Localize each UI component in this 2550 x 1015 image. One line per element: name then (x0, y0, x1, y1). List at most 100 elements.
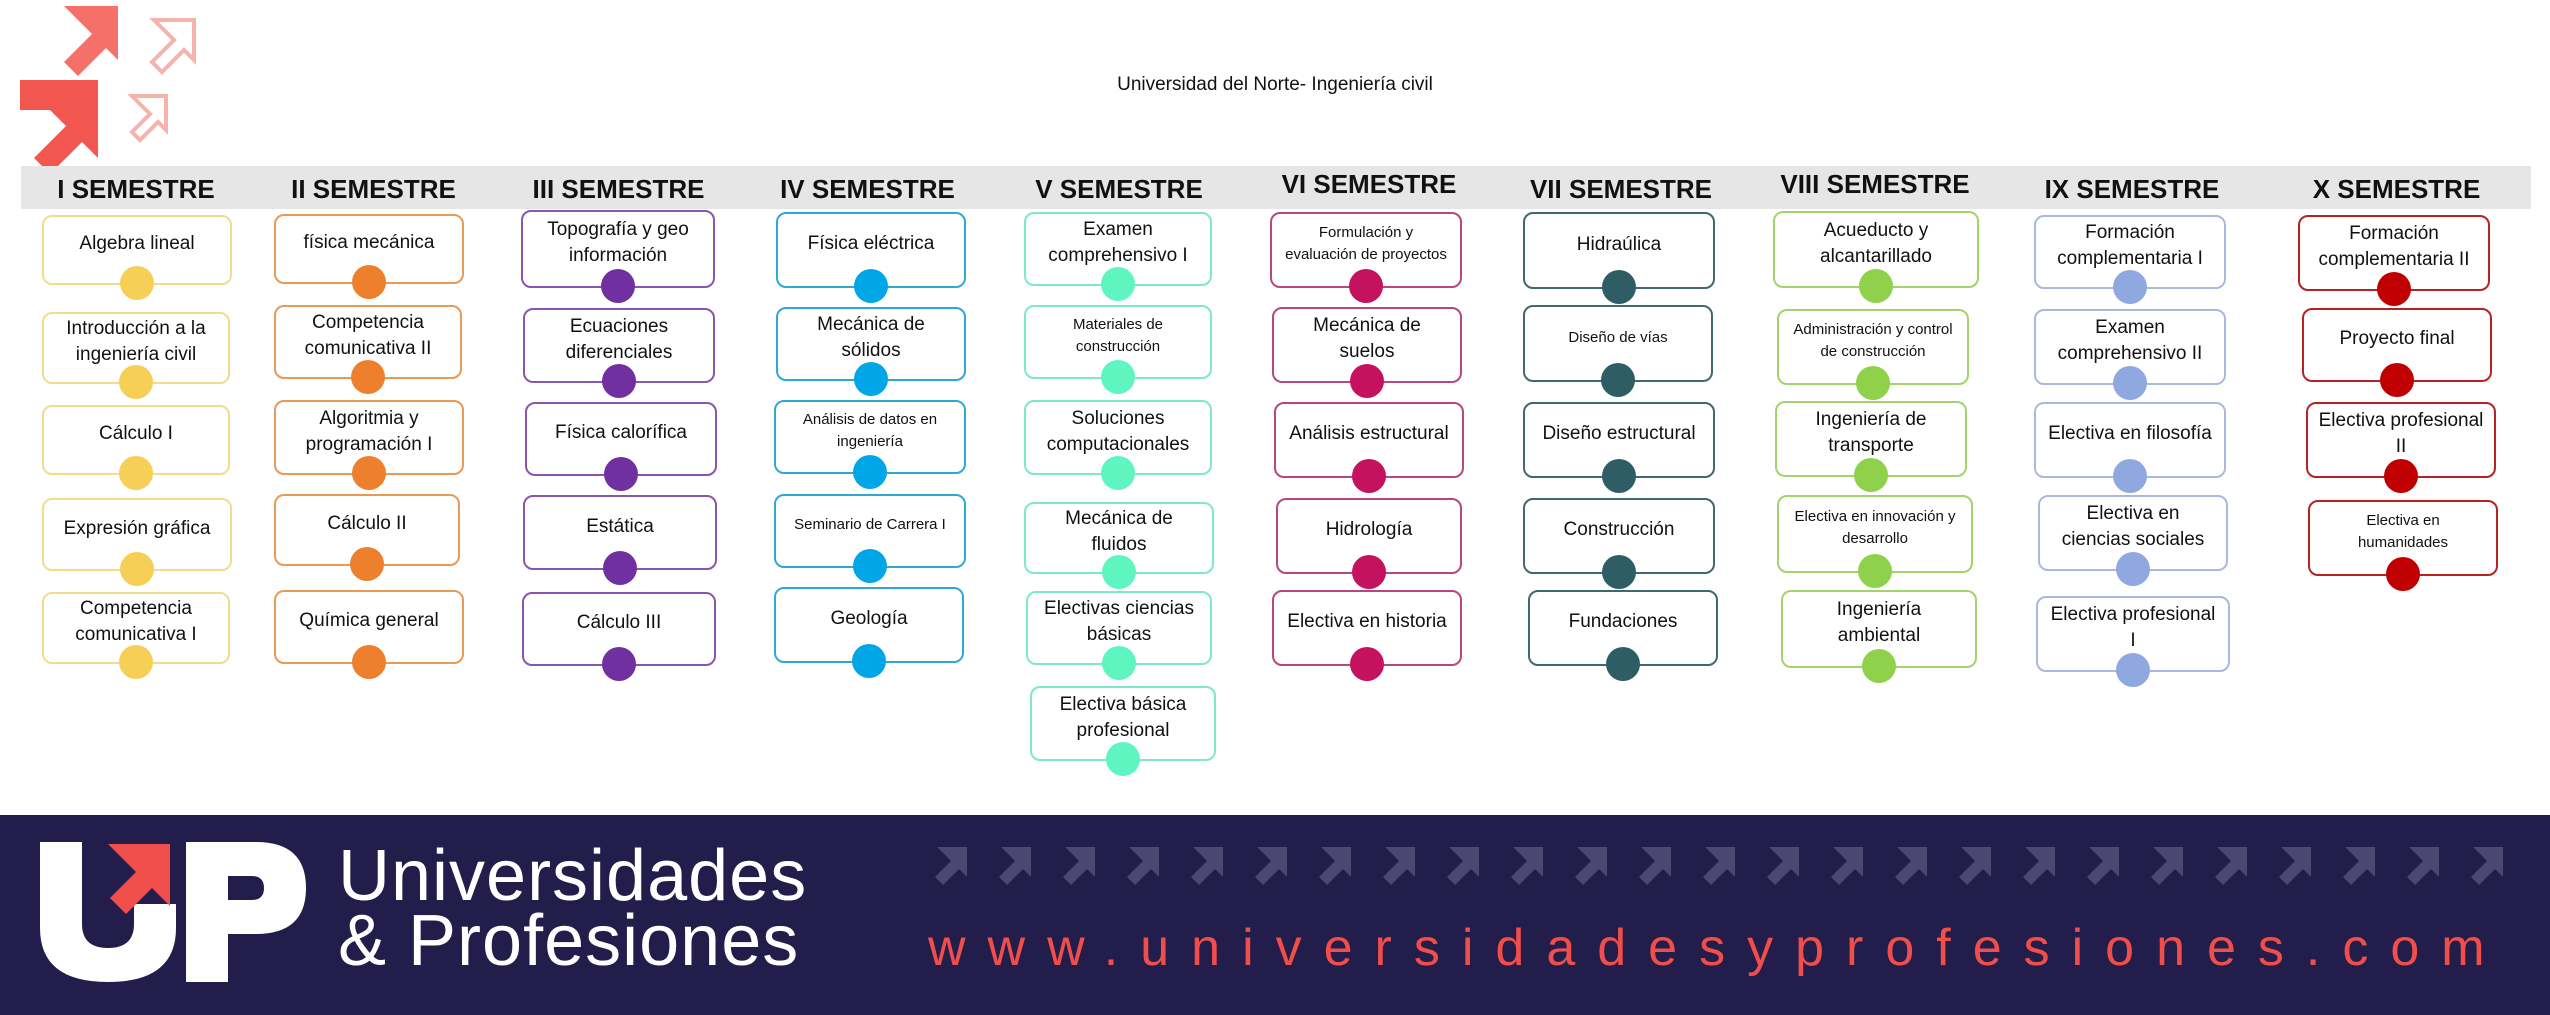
course-card[interactable]: Mecánica de suelos (1272, 307, 1462, 398)
course-card[interactable]: Física eléctrica (776, 212, 966, 303)
course-card[interactable]: Formación complementaria II (2298, 215, 2490, 306)
course-dot (120, 266, 154, 300)
course-dot (352, 265, 386, 299)
course-card[interactable]: Ingeniería de transporte (1775, 401, 1967, 492)
arrow-icon (1703, 847, 1735, 885)
course-card[interactable]: Estática (523, 495, 717, 585)
course-label: Electiva en humanidades (2357, 512, 2449, 551)
course-label: Acueducto y alcantarillado (1820, 219, 1932, 267)
course-dot (854, 269, 888, 303)
semester-header: IV SEMESTRE (780, 174, 955, 204)
course-card[interactable]: Electivas ciencias básicas (1026, 591, 1212, 680)
course-card[interactable]: física mecánica (274, 214, 464, 299)
course-dot (352, 456, 386, 490)
course-card[interactable]: Ingeniería ambiental (1781, 590, 1977, 683)
course-card[interactable]: Electiva profesional II (2306, 402, 2496, 493)
course-dot (1859, 269, 1893, 303)
course-label: Electiva profesional II (2318, 410, 2484, 457)
course-card[interactable]: Análisis estructural (1274, 402, 1464, 493)
semester-header: X SEMESTRE (2312, 174, 2481, 204)
course-card[interactable]: Ecuaciones diferenciales (523, 308, 715, 398)
course-card[interactable]: Competencia comunicativa II (274, 305, 462, 394)
course-label: Ingeniería de transporte (1815, 409, 1927, 456)
course-dot (1349, 269, 1383, 303)
course-card[interactable]: Examen comprehensivo II (2034, 309, 2226, 400)
semester-header: IX SEMESTRE (2044, 174, 2220, 204)
arrow-icon (999, 847, 1031, 885)
course-card[interactable]: Introducción a la ingeniería civil (42, 312, 230, 399)
course-card[interactable]: Cálculo II (274, 494, 460, 581)
brand-name-line2: & Profesiones (338, 901, 800, 981)
course-card[interactable]: Electiva en historia (1272, 590, 1462, 681)
course-card[interactable]: Electiva en innovación y desarrollo (1777, 495, 1973, 588)
course-dot (853, 549, 887, 583)
course-card[interactable]: Electiva profesional I (2036, 596, 2230, 687)
course-card[interactable]: Soluciones computacionales (1024, 400, 1212, 490)
course-dot (2384, 459, 2418, 493)
course-dot (1350, 364, 1384, 398)
course-card[interactable]: Formación complementaria I (2034, 215, 2226, 304)
course-dot (1350, 647, 1384, 681)
course-card[interactable]: Mecánica de fluidos (1024, 502, 1214, 589)
course-card[interactable]: Algebra lineal (42, 215, 232, 300)
arrow-icon (2151, 847, 2183, 885)
arrow-icon (1959, 847, 1991, 885)
page-title: Universidad del Norte- Ingeniería civil (1117, 74, 1433, 95)
course-card[interactable]: Algoritmia y programación I (274, 400, 464, 490)
course-card[interactable]: Materiales de construcción (1024, 305, 1212, 394)
course-card[interactable]: Electiva básica profesional (1030, 686, 1216, 776)
course-dot (2377, 272, 2411, 306)
arrow-icon (1575, 847, 1607, 885)
course-dot (2386, 557, 2420, 591)
semester-header: VI SEMESTRE (1281, 169, 1457, 199)
course-dot (120, 552, 154, 586)
course-label: Competencia comunicativa II (304, 312, 432, 359)
course-card[interactable]: Electiva en ciencias sociales (2038, 495, 2228, 586)
course-card[interactable]: Hidrología (1276, 498, 1462, 589)
course-dot (2116, 653, 2150, 687)
arrow-icon (1255, 847, 1287, 885)
course-card[interactable]: Física calorífica (525, 402, 717, 491)
course-card[interactable]: Química general (274, 590, 464, 679)
course-dot (1101, 456, 1135, 490)
course-card[interactable]: Competencia comunicativa I (42, 592, 230, 679)
course-card[interactable]: Construcción (1523, 498, 1715, 589)
course-label: Ecuaciones diferenciales (565, 315, 673, 363)
course-card[interactable]: Electiva en humanidades (2308, 500, 2498, 591)
course-card[interactable]: Diseño de vías (1523, 305, 1713, 397)
course-card[interactable]: Cálculo I (42, 405, 230, 490)
arrow-icon (2279, 847, 2311, 885)
course-card[interactable]: Geología (774, 587, 964, 678)
course-dot (2113, 459, 2147, 493)
course-card[interactable]: Mecánica de sólidos (776, 307, 966, 396)
course-card[interactable]: Topografía y geo información (521, 210, 715, 303)
course-card[interactable]: Seminario de Carrera I (774, 494, 966, 583)
course-label: Cálculo III (576, 612, 662, 633)
course-card[interactable]: Proyecto final (2302, 308, 2492, 397)
course-dot (350, 547, 384, 581)
course-card[interactable]: Examen comprehensivo I (1024, 212, 1212, 301)
course-label: Competencia comunicativa I (75, 598, 197, 645)
course-card[interactable]: Diseño estructural (1523, 402, 1715, 493)
course-dot (852, 644, 886, 678)
course-card[interactable]: Formulación y evaluación de proyectos (1270, 212, 1462, 303)
course-card[interactable]: Fundaciones (1528, 590, 1718, 681)
course-dot (1106, 742, 1140, 776)
course-card[interactable]: Expresión gráfica (42, 498, 232, 586)
course-label: Examen comprehensivo II (2057, 317, 2203, 364)
arrow-icon (1127, 847, 1159, 885)
course-card[interactable]: Análisis de datos en ingeniería (774, 400, 966, 489)
semester-header: I SEMESTRE (57, 174, 215, 204)
course-card[interactable]: Acueducto y alcantarillado (1773, 211, 1979, 303)
course-dot (119, 365, 153, 399)
course-dot (2113, 270, 2147, 304)
brand-name-line1: Universidades (338, 836, 808, 916)
course-dot (1101, 360, 1135, 394)
course-card[interactable]: Electiva en filosofía (2034, 402, 2226, 493)
course-card[interactable]: Cálculo III (522, 592, 716, 681)
course-label: Hidrología (1325, 519, 1413, 540)
course-dot (1858, 554, 1892, 588)
course-card[interactable]: Administración y control de construcción (1777, 309, 1969, 400)
website-link[interactable]: www.universidadesyprofesiones.com (928, 919, 2507, 977)
course-card[interactable]: Hidraúlica (1523, 212, 1715, 304)
